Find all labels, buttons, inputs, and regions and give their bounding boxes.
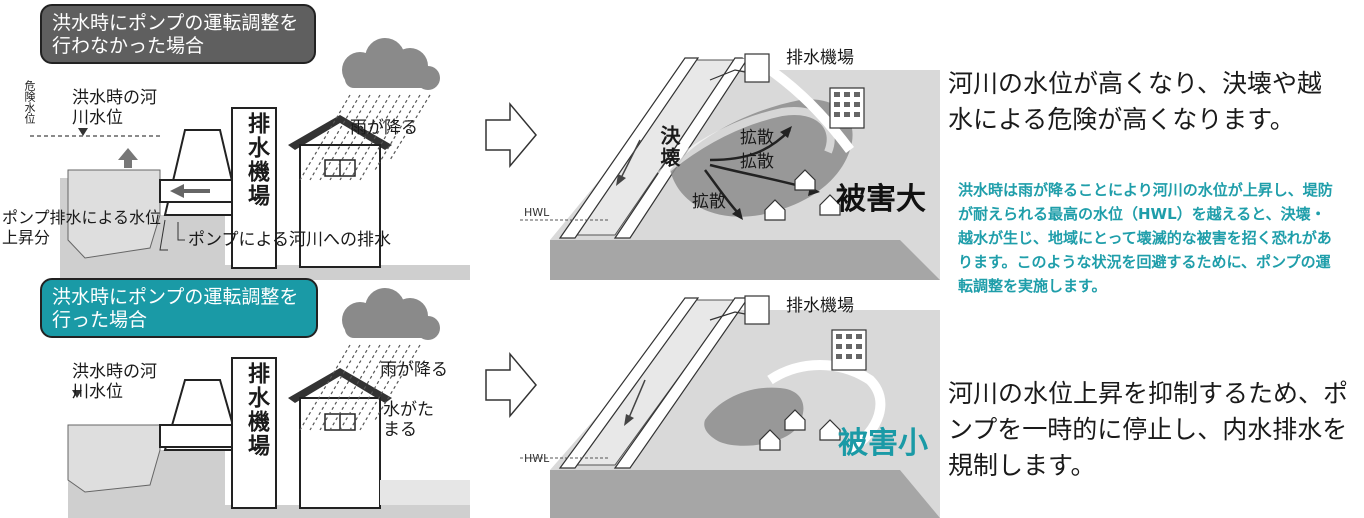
damage-large-label: 被害大 xyxy=(836,182,926,217)
spread-label-1: 拡散 xyxy=(740,128,774,148)
scenario-with-diagram xyxy=(67,288,470,518)
scenario-with-title: 洪水時にポンプの運転調整を行った場合 xyxy=(40,278,318,338)
spread-label-3: 拡散 xyxy=(692,192,726,212)
flood-river-level-label-2: 洪水時の河川水位 xyxy=(72,362,157,402)
scenario-without-title: 洪水時にポンプの運転調整を行わなかった場合 xyxy=(40,4,316,64)
arrow-right-icon xyxy=(485,101,537,169)
water-pools-label: 水がたまる xyxy=(383,400,434,440)
controlled-illustration xyxy=(520,295,940,518)
rain-label-2: 雨が降る xyxy=(380,360,448,380)
breach-illustration xyxy=(520,45,940,280)
danger-water-level-label: 危険水位 xyxy=(23,80,36,124)
bottom-description: 河川の水位上昇を抑制するため、ポンプを一時的に停止し、内水排水を規制します。 xyxy=(948,379,1349,480)
pump-rise-label: ポンプ排水による水位上昇分 xyxy=(2,208,162,247)
flood-river-level-label: 洪水時の河川水位 xyxy=(72,88,157,128)
damage-small-label: 被害小 xyxy=(838,426,928,461)
drainage-station-label-2: 排水機場 xyxy=(244,362,269,458)
drainage-station-label: 排水機場 xyxy=(244,112,269,208)
drainage-station-label-top-illus: 排水機場 xyxy=(786,48,854,68)
breach-label: 決壊 xyxy=(657,125,681,169)
middle-description: 洪水時は雨が降ることにより河川の水位が上昇し、堤防が耐えられる最高の水位（HWL… xyxy=(958,181,1333,295)
hwl-label-bottom: HWL xyxy=(524,452,550,465)
top-description: 河川の水位が高くなり、決壊や越水による危険が高くなります。 xyxy=(948,69,1323,134)
arrow-right-icon-2 xyxy=(485,351,537,419)
hwl-label-top: HWL xyxy=(524,206,550,219)
drainage-station-label-bottom-illus: 排水機場 xyxy=(786,296,854,316)
spread-label-2: 拡散 xyxy=(740,152,774,172)
pump-discharge-label: ポンプによる河川への排水 xyxy=(188,230,391,250)
scenario-without-diagram xyxy=(30,38,470,280)
rain-label: 雨が降る xyxy=(350,118,418,138)
